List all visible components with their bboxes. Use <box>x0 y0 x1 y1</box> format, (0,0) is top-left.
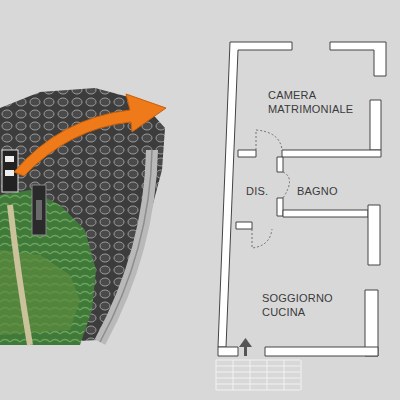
room-label: SOGGIORNO CUCINA <box>260 289 340 321</box>
walls <box>218 42 386 356</box>
room-label: CAMERA MATRIMONIALE <box>266 86 362 118</box>
entry-steps <box>216 360 301 390</box>
site-aerial <box>0 88 165 345</box>
room-name: BAGNO <box>297 184 353 198</box>
room-name: DIS. <box>246 184 276 198</box>
room-name: CAMERA MATRIMONIALE <box>268 88 360 116</box>
room-label: BAGNO <box>295 182 355 200</box>
pointer-arrow <box>14 94 166 176</box>
entrance-arrow <box>239 338 252 356</box>
room-name: SOGGIORNO CUCINA <box>262 291 338 319</box>
room-label: DIS. <box>244 182 278 200</box>
